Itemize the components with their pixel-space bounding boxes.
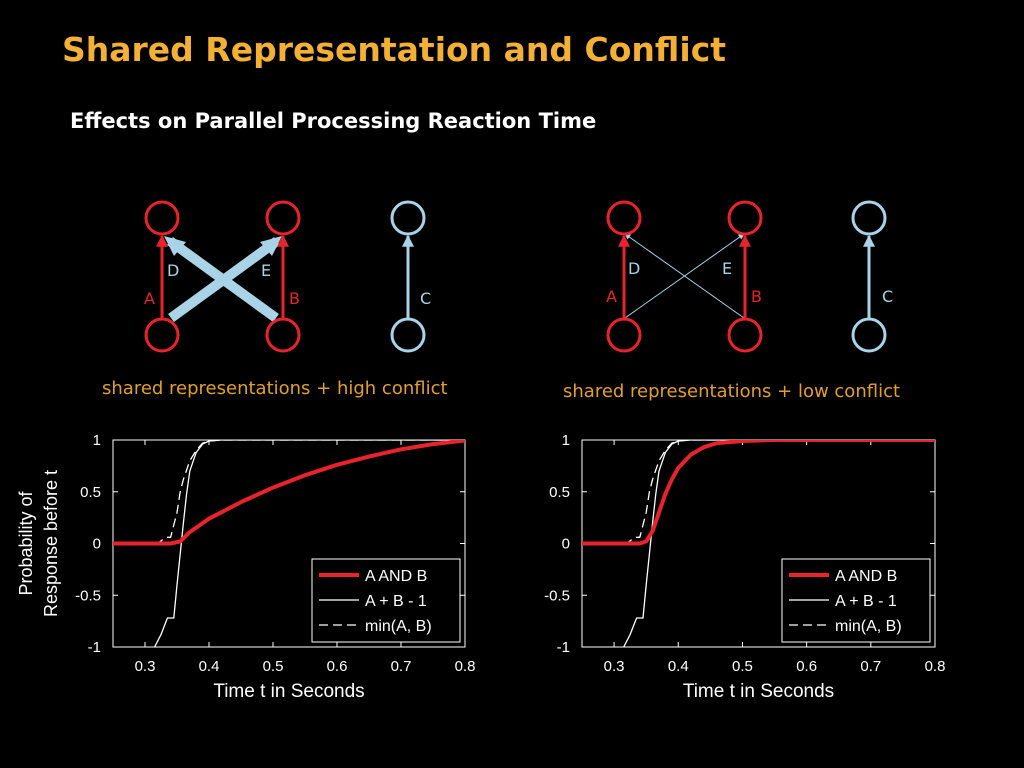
network-diagram-low-conflict: A B C D E (606, 200, 893, 353)
series-line (582, 440, 935, 546)
legend-label: A AND B (835, 568, 897, 585)
label-a: A (606, 287, 617, 306)
x-axis-label: Time t in Seconds (213, 681, 364, 702)
legend-label: A + B - 1 (835, 593, 897, 610)
x-tick-label: 0.7 (391, 658, 412, 675)
node-output-3 (851, 200, 887, 236)
node-output-3 (390, 200, 426, 236)
y-tick-label: 0 (562, 536, 570, 553)
legend-label: A + B - 1 (365, 593, 427, 610)
caption-low-conflict: shared representations + low conflict (563, 381, 901, 402)
chart-high-conflict: 0.3 0.4 0.5 0.6 0.7 0.8 1 0.5 0 -0.5 -1 A AND B A + … (16, 432, 475, 702)
x-axis-label: Time t in Seconds (683, 681, 834, 702)
cross-arrow-e-head (164, 236, 186, 256)
y-tick-label: 0.5 (80, 484, 101, 501)
y-tick-label: 0 (93, 536, 101, 553)
y-axis-label: Probability of (16, 490, 36, 595)
node-output-1 (606, 200, 642, 236)
label-d: D (628, 259, 640, 278)
y-tick-label: 1 (93, 432, 101, 449)
y-tick-label: -0.5 (544, 587, 570, 604)
x-tick-label: 0.5 (263, 658, 284, 675)
x-tick-label: 0.4 (199, 658, 220, 675)
x-tick-label: 0.3 (604, 658, 625, 675)
slide-title: Shared Representation and Conflict (62, 30, 727, 69)
y-axis-label: Response before t (41, 470, 61, 617)
legend-label: min(A, B) (365, 618, 432, 635)
caption-high-conflict: shared representations + high conflict (102, 378, 448, 399)
chart-low-conflict: 0.3 0.4 0.5 0.6 0.7 0.8 1 0.5 0 -0.5 -1 A AND B A + … (544, 432, 945, 702)
y-tick-label: 0.5 (549, 484, 570, 501)
label-b: B (751, 287, 762, 306)
label-a: A (144, 289, 155, 308)
series-line (113, 440, 465, 545)
y-tick-label: 1 (562, 432, 570, 449)
label-e: E (722, 259, 732, 278)
cross-arrow-e (167, 236, 279, 323)
x-tick-label: 0.7 (860, 658, 881, 675)
x-tick-label: 0.5 (732, 658, 753, 675)
network-diagram-high-conflict: A B C D E (144, 200, 431, 353)
x-tick-label: 0.8 (455, 658, 476, 675)
node-input-2 (265, 317, 301, 353)
x-tick-label: 0.8 (925, 658, 946, 675)
node-input-1 (606, 317, 642, 353)
node-output-1 (144, 200, 180, 236)
node-input-2 (727, 317, 763, 353)
label-c: C (420, 289, 431, 308)
label-c: C (882, 287, 893, 306)
x-tick-label: 0.6 (796, 658, 817, 675)
y-tick-label: -1 (557, 639, 570, 656)
node-input-1 (144, 317, 180, 353)
label-b: B (289, 289, 300, 308)
node-output-2 (265, 200, 301, 236)
series-line (623, 440, 935, 647)
label-d: D (167, 261, 179, 280)
x-tick-label: 0.4 (668, 658, 689, 675)
cross-arrow-e (624, 233, 745, 319)
x-tick-label: 0.3 (135, 658, 156, 675)
series-line (154, 440, 465, 647)
x-tick-label: 0.6 (327, 658, 348, 675)
legend-label: A AND B (365, 568, 427, 585)
y-tick-label: -0.5 (75, 587, 101, 604)
node-input-3 (390, 317, 426, 353)
series-line (582, 440, 935, 545)
label-e: E (261, 261, 271, 280)
legend-label: min(A, B) (835, 618, 902, 635)
cross-arrow-d-head (260, 236, 282, 256)
y-tick-label: -1 (88, 639, 101, 656)
node-output-2 (727, 200, 763, 236)
slide-subtitle: Effects on Parallel Processing Reaction … (70, 109, 597, 133)
node-input-3 (851, 317, 887, 353)
series-line (113, 440, 465, 546)
